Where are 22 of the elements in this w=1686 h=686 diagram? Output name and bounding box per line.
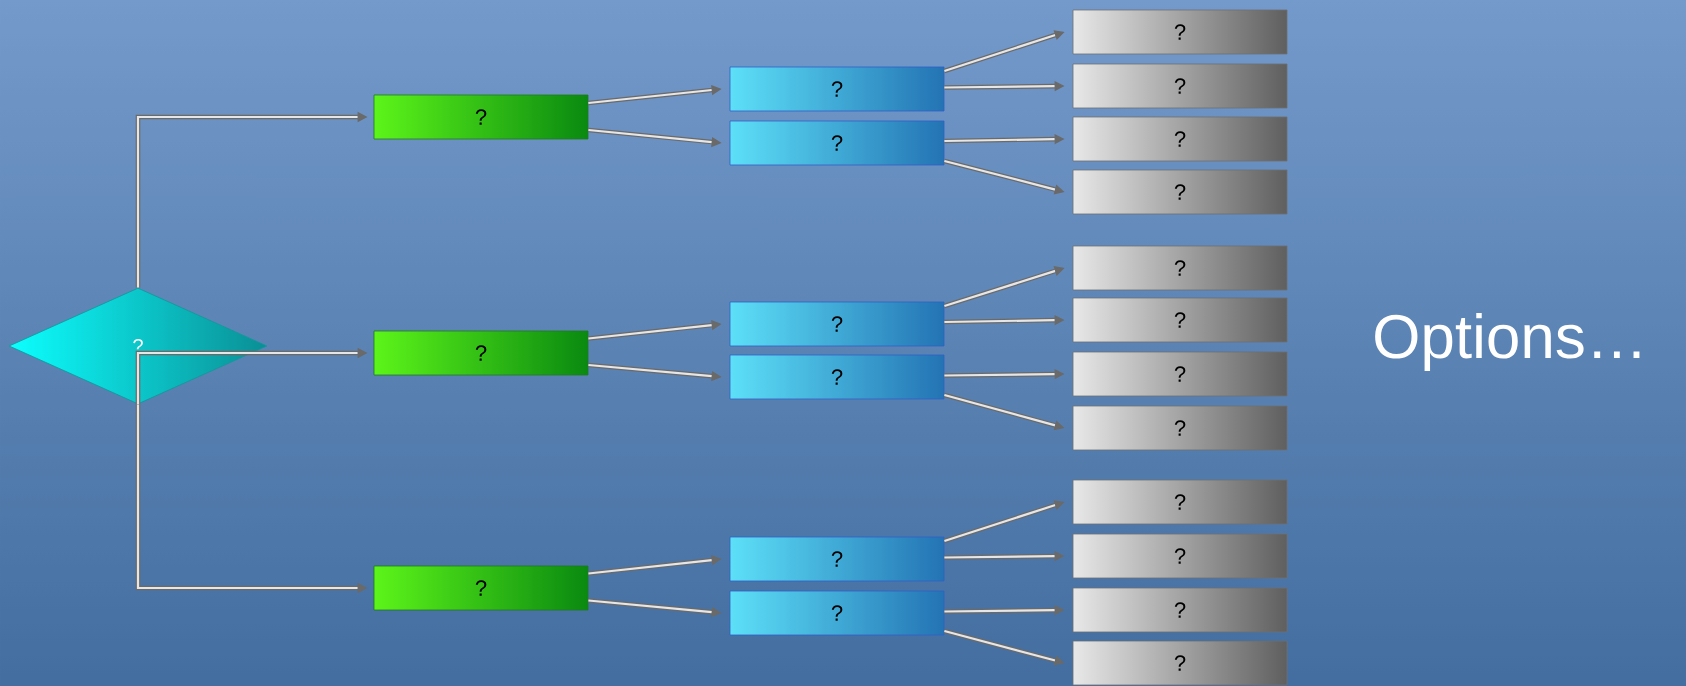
option-box: ? <box>1072 9 1288 55</box>
option-box: ? <box>1072 479 1288 525</box>
process-box: ? <box>373 565 589 611</box>
option-box: ? <box>1072 640 1288 686</box>
option-box: ? <box>1072 116 1288 162</box>
process-box: ? <box>373 330 589 376</box>
option-box: ? <box>1072 405 1288 451</box>
process-box: ? <box>729 590 945 636</box>
option-box: ? <box>1072 297 1288 343</box>
process-box: ? <box>729 66 945 112</box>
process-box: ? <box>729 536 945 582</box>
option-box: ? <box>1072 169 1288 215</box>
option-box: ? <box>1072 533 1288 579</box>
process-box: ? <box>729 354 945 400</box>
option-box: ? <box>1072 351 1288 397</box>
process-box: ? <box>729 120 945 166</box>
option-box: ? <box>1072 245 1288 291</box>
process-box: ? <box>373 94 589 140</box>
process-box: ? <box>729 301 945 347</box>
option-box: ? <box>1072 587 1288 633</box>
side-label: Options… <box>1375 313 1640 371</box>
option-box: ? <box>1072 63 1288 109</box>
